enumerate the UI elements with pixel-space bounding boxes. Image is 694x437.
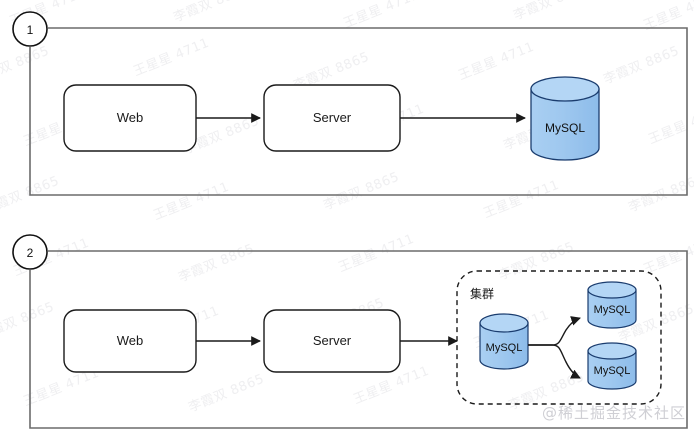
- node-web-2-label: Web: [117, 333, 144, 348]
- node-mysql-primary[interactable]: MySQL: [479, 313, 529, 370]
- node-mysql-replica-1-label: MySQL: [594, 304, 631, 316]
- edge-primary-to-replica-1: [528, 316, 581, 346]
- section-2-frame: [29, 250, 688, 429]
- section-2: 2 Web Server 集群 MySQL: [12, 234, 688, 429]
- node-mysql-replica-1[interactable]: MySQL: [587, 281, 637, 329]
- section-2-marker-circle: [12, 234, 48, 270]
- node-mysql-replica-2-label: MySQL: [594, 365, 631, 377]
- section-1-frame: [29, 27, 688, 196]
- node-mysql-primary-label: MySQL: [486, 342, 523, 354]
- node-web-label: Web: [117, 110, 144, 125]
- section-1: 1 Web Server MySQL: [12, 11, 688, 196]
- node-server-2-label: Server: [313, 333, 352, 348]
- section-1-marker-circle: [12, 11, 48, 47]
- brand-watermark: @稀土掘金技术社区: [541, 404, 686, 422]
- group-cluster: [456, 270, 662, 405]
- node-mysql-label: MySQL: [545, 121, 585, 135]
- section-1-marker-label: 1: [27, 23, 34, 37]
- section-2-marker-label: 2: [27, 246, 34, 260]
- node-mysql-replica-2[interactable]: MySQL: [587, 342, 637, 390]
- edge-primary-to-replica-2: [528, 344, 581, 379]
- group-cluster-label: 集群: [470, 286, 494, 301]
- node-mysql[interactable]: MySQL: [530, 76, 600, 161]
- node-server-label: Server: [313, 110, 352, 125]
